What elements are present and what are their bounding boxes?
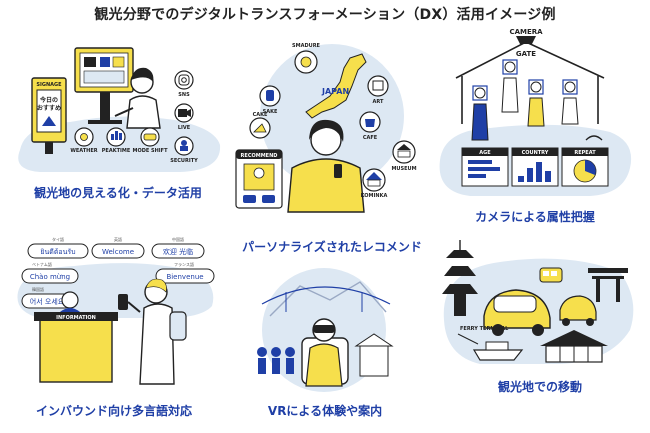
greeting-thai: ยินดีต้อนรับ [40, 248, 75, 256]
lang-label-vietnamese: ベトナム語 [32, 261, 52, 267]
page-title: 観光分野でのデジタルトランスフォーメーション（DX）活用イメージ例 [94, 7, 556, 23]
gate-roof [455, 41, 605, 79]
pagoda-icon [442, 240, 478, 316]
lang-label-thai: タイ語 [52, 236, 64, 242]
gate-label: GATE [516, 50, 536, 58]
icon-label-cake: CAKE [253, 112, 268, 118]
vehicles [483, 267, 597, 336]
information-counter: INFORMATION [34, 291, 118, 383]
operator-person [114, 67, 161, 129]
signage-text-1: 今日の [39, 96, 58, 104]
icon-label-kominka: KOMINKA [361, 193, 388, 199]
panel-camera: CAMERA GATE [439, 28, 632, 196]
caption-vr: VRによる体験や案内 [267, 404, 383, 418]
building-icon [359, 345, 389, 377]
icon-label-art: ART [373, 99, 384, 105]
camera-label: CAMERA [509, 28, 543, 36]
ferry-icon [472, 349, 524, 361]
icon-label-mode-shift: MODE SHIFT [132, 148, 168, 154]
greeting-chinese: 欢迎 光临 [163, 247, 193, 256]
smartphone-icon [334, 164, 342, 178]
caption-mobility: 観光地での移動 [497, 380, 582, 394]
peaktime-icon [111, 134, 114, 140]
smartphone-user [287, 119, 365, 213]
ferry-terminal: FERRY TERMINAL [457, 326, 524, 361]
detected-people [471, 59, 603, 141]
icon-label-weather: WEATHER [70, 148, 97, 154]
stat-label-age: AGE [479, 150, 491, 156]
counter-label: INFORMATION [56, 315, 96, 321]
icon-label-smadure: SMADURE [292, 43, 321, 49]
icon-label-peaktime: PEAKTIME [102, 148, 131, 154]
sns-icon [178, 74, 190, 86]
smadure-icon [300, 56, 312, 68]
torii-gate-icon [588, 268, 628, 302]
vr-user [301, 318, 349, 387]
japan-map [305, 53, 367, 119]
lang-label-english: 英語 [114, 236, 122, 242]
recommend-card: RECOMMEND [235, 149, 283, 209]
greeting-english: Welcome [102, 248, 134, 256]
signage-text-2: おすすめ [37, 104, 61, 112]
signage: SIGNAGE 今日の おすすめ [31, 77, 67, 154]
side-figures [257, 333, 394, 377]
vr-headset-icon [313, 325, 335, 333]
caption-visualization: 観光地の見える化・データ活用 [34, 186, 202, 200]
panel-vr [257, 268, 394, 392]
icon-label-live: LIVE [178, 125, 191, 131]
temple-icon [540, 330, 608, 363]
museum-icon [397, 144, 411, 150]
sake-icon [266, 90, 274, 101]
dog-icon [585, 135, 603, 141]
icon-label-security: SECURITY [170, 158, 198, 164]
mountain-scene [269, 281, 387, 317]
backpack-icon [169, 311, 187, 341]
panel-bubble [260, 44, 404, 188]
tourist-person [127, 278, 187, 385]
caption-recommend: パーソナライズされたレコメンド [242, 240, 422, 254]
ferry-label: FERRY TERMINAL [460, 326, 509, 332]
mode-shift-icon [143, 133, 157, 141]
monitor [74, 47, 134, 124]
panel-recommend: JAPAN RECOMMEND SAKE [235, 43, 417, 213]
security-icon [181, 140, 187, 146]
caption-multilingual: インバウンド向け多言語対応 [35, 404, 192, 418]
panel-mobility: FERRY TERMINAL [442, 240, 634, 364]
lang-label-french: フランス語 [174, 261, 194, 267]
greeting-korean: 어서 오세요 [30, 297, 65, 306]
map-label: JAPAN [321, 87, 349, 96]
icon-label-sake: SAKE [263, 109, 278, 115]
recommend-icons: SAKE SMADURE ART CAFE CAKE MUSEUM [249, 43, 417, 199]
signage-label: SIGNAGE [36, 82, 62, 88]
stats-cards: AGE COUNTRY REPEAT [461, 147, 609, 187]
icon-label-sns: SNS [178, 92, 190, 98]
panel-visualization: SIGNAGE 今日の おすすめ [18, 47, 221, 172]
cafe-icon [365, 119, 375, 127]
stat-label-country: COUNTRY [522, 150, 549, 156]
stat-label-repeat: REPEAT [574, 150, 596, 156]
live-icon [178, 109, 187, 117]
bridge-icon [261, 286, 391, 305]
greeting-french: Bienvenue [166, 273, 203, 281]
greeting-vietnamese: Chào mừng [30, 273, 70, 281]
camera-icon [516, 36, 536, 44]
lang-label-korean: 韓国語 [32, 286, 44, 292]
icon-label-museum: MUSEUM [391, 166, 416, 172]
recommend-label: RECOMMEND [241, 153, 278, 159]
icon-label-cafe: CAFE [363, 135, 378, 141]
weather-icon [80, 133, 88, 141]
kominka-icon [366, 172, 382, 180]
caption-camera: カメラによる属性把握 [475, 210, 595, 224]
translator-device-icon [118, 294, 128, 310]
lang-label-chinese: 中国語 [172, 236, 184, 242]
panel-multilingual: タイ語 ยินดีต้อนรับ 英語 Welcome 中国語 欢迎 光临 ベト… [17, 236, 215, 385]
cake-icon [253, 123, 267, 133]
visualization-icons: WEATHER PEAKTIME MODE SHIFT SNS LIVE [70, 70, 198, 164]
art-icon [372, 80, 384, 91]
